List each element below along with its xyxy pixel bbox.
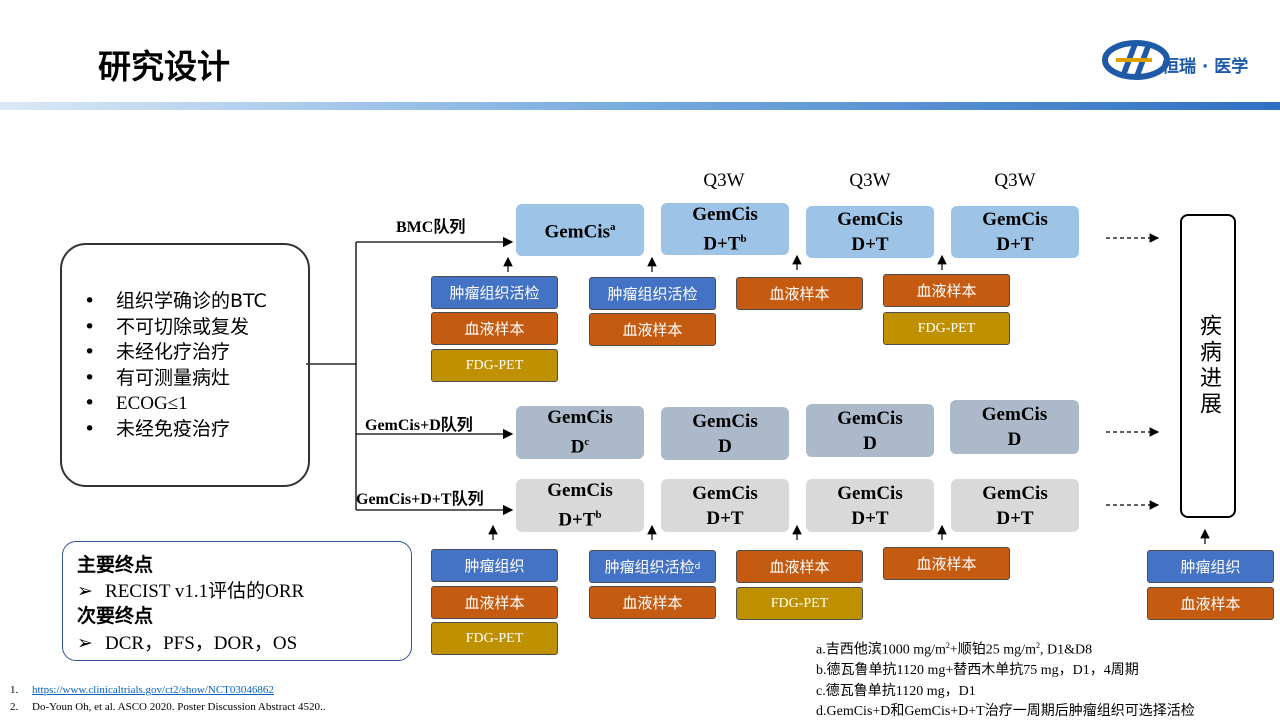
sample-tag-tumor: 肿瘤组织 — [1147, 550, 1274, 583]
note-b: b.德瓦鲁单抗1120 mg+替西木单抗75 mg，D1，4周期 — [816, 663, 1139, 679]
footnote-1: 1. https://www.clinicaltrials.gov/ct2/sh… — [10, 684, 274, 696]
logo-text: 恒瑞 · 医学 — [1162, 57, 1249, 77]
treatment-box: GemCis D — [661, 407, 789, 460]
inclusion-criteria-box: •组织学确诊的BTC •不可切除或复发 •未经化疗治疗 •有可测量病灶 •ECO… — [60, 243, 310, 487]
treatment-box: GemCis D+T — [951, 206, 1079, 258]
cohort-label-bmc: BMC队列 — [396, 219, 466, 236]
treatment-box: GemCis D+T — [806, 479, 934, 532]
footnote-2: 2. Do-Youn Oh, et al. ASCO 2020. Poster … — [10, 701, 326, 713]
criteria-item: •有可测量病灶 — [84, 366, 231, 389]
sample-tag-fdg-pet: FDG-PET — [883, 312, 1010, 345]
cycle-label: Q3W — [703, 170, 745, 191]
sample-tag-blood: 血液样本 — [883, 547, 1010, 580]
primary-endpoint-title: 主要终点 — [77, 554, 154, 576]
dosing-notes: a.吉西他滨1000 mg/m2+顺铂25 mg/m2, D1&D8 b.德瓦鲁… — [816, 636, 1195, 723]
sample-tag-blood: 血液样本 — [431, 312, 558, 345]
sample-tag-blood: 血液样本 — [431, 586, 558, 619]
secondary-endpoint-item: ➢ DCR，PFS，DOR，OS — [77, 632, 298, 654]
sample-tag-blood: 血液样本 — [589, 586, 716, 619]
page-title: 研究设计 — [98, 47, 230, 86]
sample-tag-tumor-biopsy: 肿瘤组织活检 — [431, 276, 558, 309]
inclusion-criteria-list: •组织学确诊的BTC •不可切除或复发 •未经化疗治疗 •有可测量病灶 •ECO… — [82, 289, 267, 442]
disease-progression-box: 疾病进展 — [1180, 214, 1236, 518]
sample-tag-fdg-pet: FDG-PET — [431, 622, 558, 655]
treatment-box: GemCisa — [516, 204, 644, 256]
trial-registry-link[interactable]: https://www.clinicaltrials.gov/ct2/show/… — [32, 684, 274, 696]
treatment-box: GemCis Dc — [516, 406, 644, 459]
criteria-item: •ECOG≤1 — [84, 392, 188, 414]
treatment-box: GemCis D — [950, 400, 1079, 454]
sample-tag-blood: 血液样本 — [1147, 587, 1274, 620]
disease-progression-label: 疾病进展 — [1196, 314, 1221, 418]
cohort-label-gemcis-d-t: GemCis+D+T队列 — [356, 491, 484, 508]
treatment-box: GemCis D+Tb — [516, 479, 644, 532]
company-logo: 恒瑞 · 医学 — [1102, 38, 1280, 84]
cycle-label: Q3W — [994, 170, 1036, 191]
sample-tag-fdg-pet: FDG-PET — [431, 349, 558, 382]
note-c: c.德瓦鲁单抗1120 mg，D1 — [816, 683, 976, 699]
sample-tag-blood: 血液样本 — [736, 550, 863, 583]
sample-tag-fdg-pet: FDG-PET — [736, 587, 863, 620]
treatment-box: GemCis D — [806, 404, 934, 457]
primary-endpoint-item: ➢ RECIST v1.1评估的ORR — [77, 580, 305, 602]
secondary-endpoint-title: 次要终点 — [77, 605, 154, 627]
note-a: a.吉西他滨1000 mg/m2+顺铂25 mg/m2, D1&D8 — [816, 641, 1093, 658]
treatment-box: GemCis D+T — [806, 206, 934, 258]
sample-tag-tumor-biopsy: 肿瘤组织活检 — [589, 277, 716, 310]
cohort-label-gemcis-d: GemCis+D队列 — [365, 417, 473, 434]
header-divider — [0, 102, 1280, 110]
treatment-box: GemCis D+Tb — [661, 203, 789, 255]
sample-tag-blood: 血液样本 — [883, 274, 1010, 307]
criteria-item: •不可切除或复发 — [84, 315, 250, 338]
criteria-item: •未经化疗治疗 — [84, 341, 231, 363]
criteria-item: •组织学确诊的BTC — [84, 290, 267, 312]
treatment-box: GemCis D+T — [661, 479, 789, 532]
sample-tag-blood: 血液样本 — [736, 277, 863, 310]
sample-tag-blood: 血液样本 — [589, 313, 716, 346]
logo-mark-icon — [1102, 40, 1170, 80]
note-d: d.GemCis+D和GemCis+D+T治疗一周期后肿瘤组织可选择活检 — [816, 704, 1195, 720]
cycle-label: Q3W — [849, 170, 891, 191]
endpoints-box: 主要终点 ➢ RECIST v1.1评估的ORR 次要终点 ➢ DCR，PFS，… — [62, 541, 412, 661]
sample-tag-tumor: 肿瘤组织 — [431, 549, 558, 582]
criteria-item: •未经免疫治疗 — [84, 417, 231, 440]
treatment-box: GemCis D+T — [951, 479, 1079, 532]
